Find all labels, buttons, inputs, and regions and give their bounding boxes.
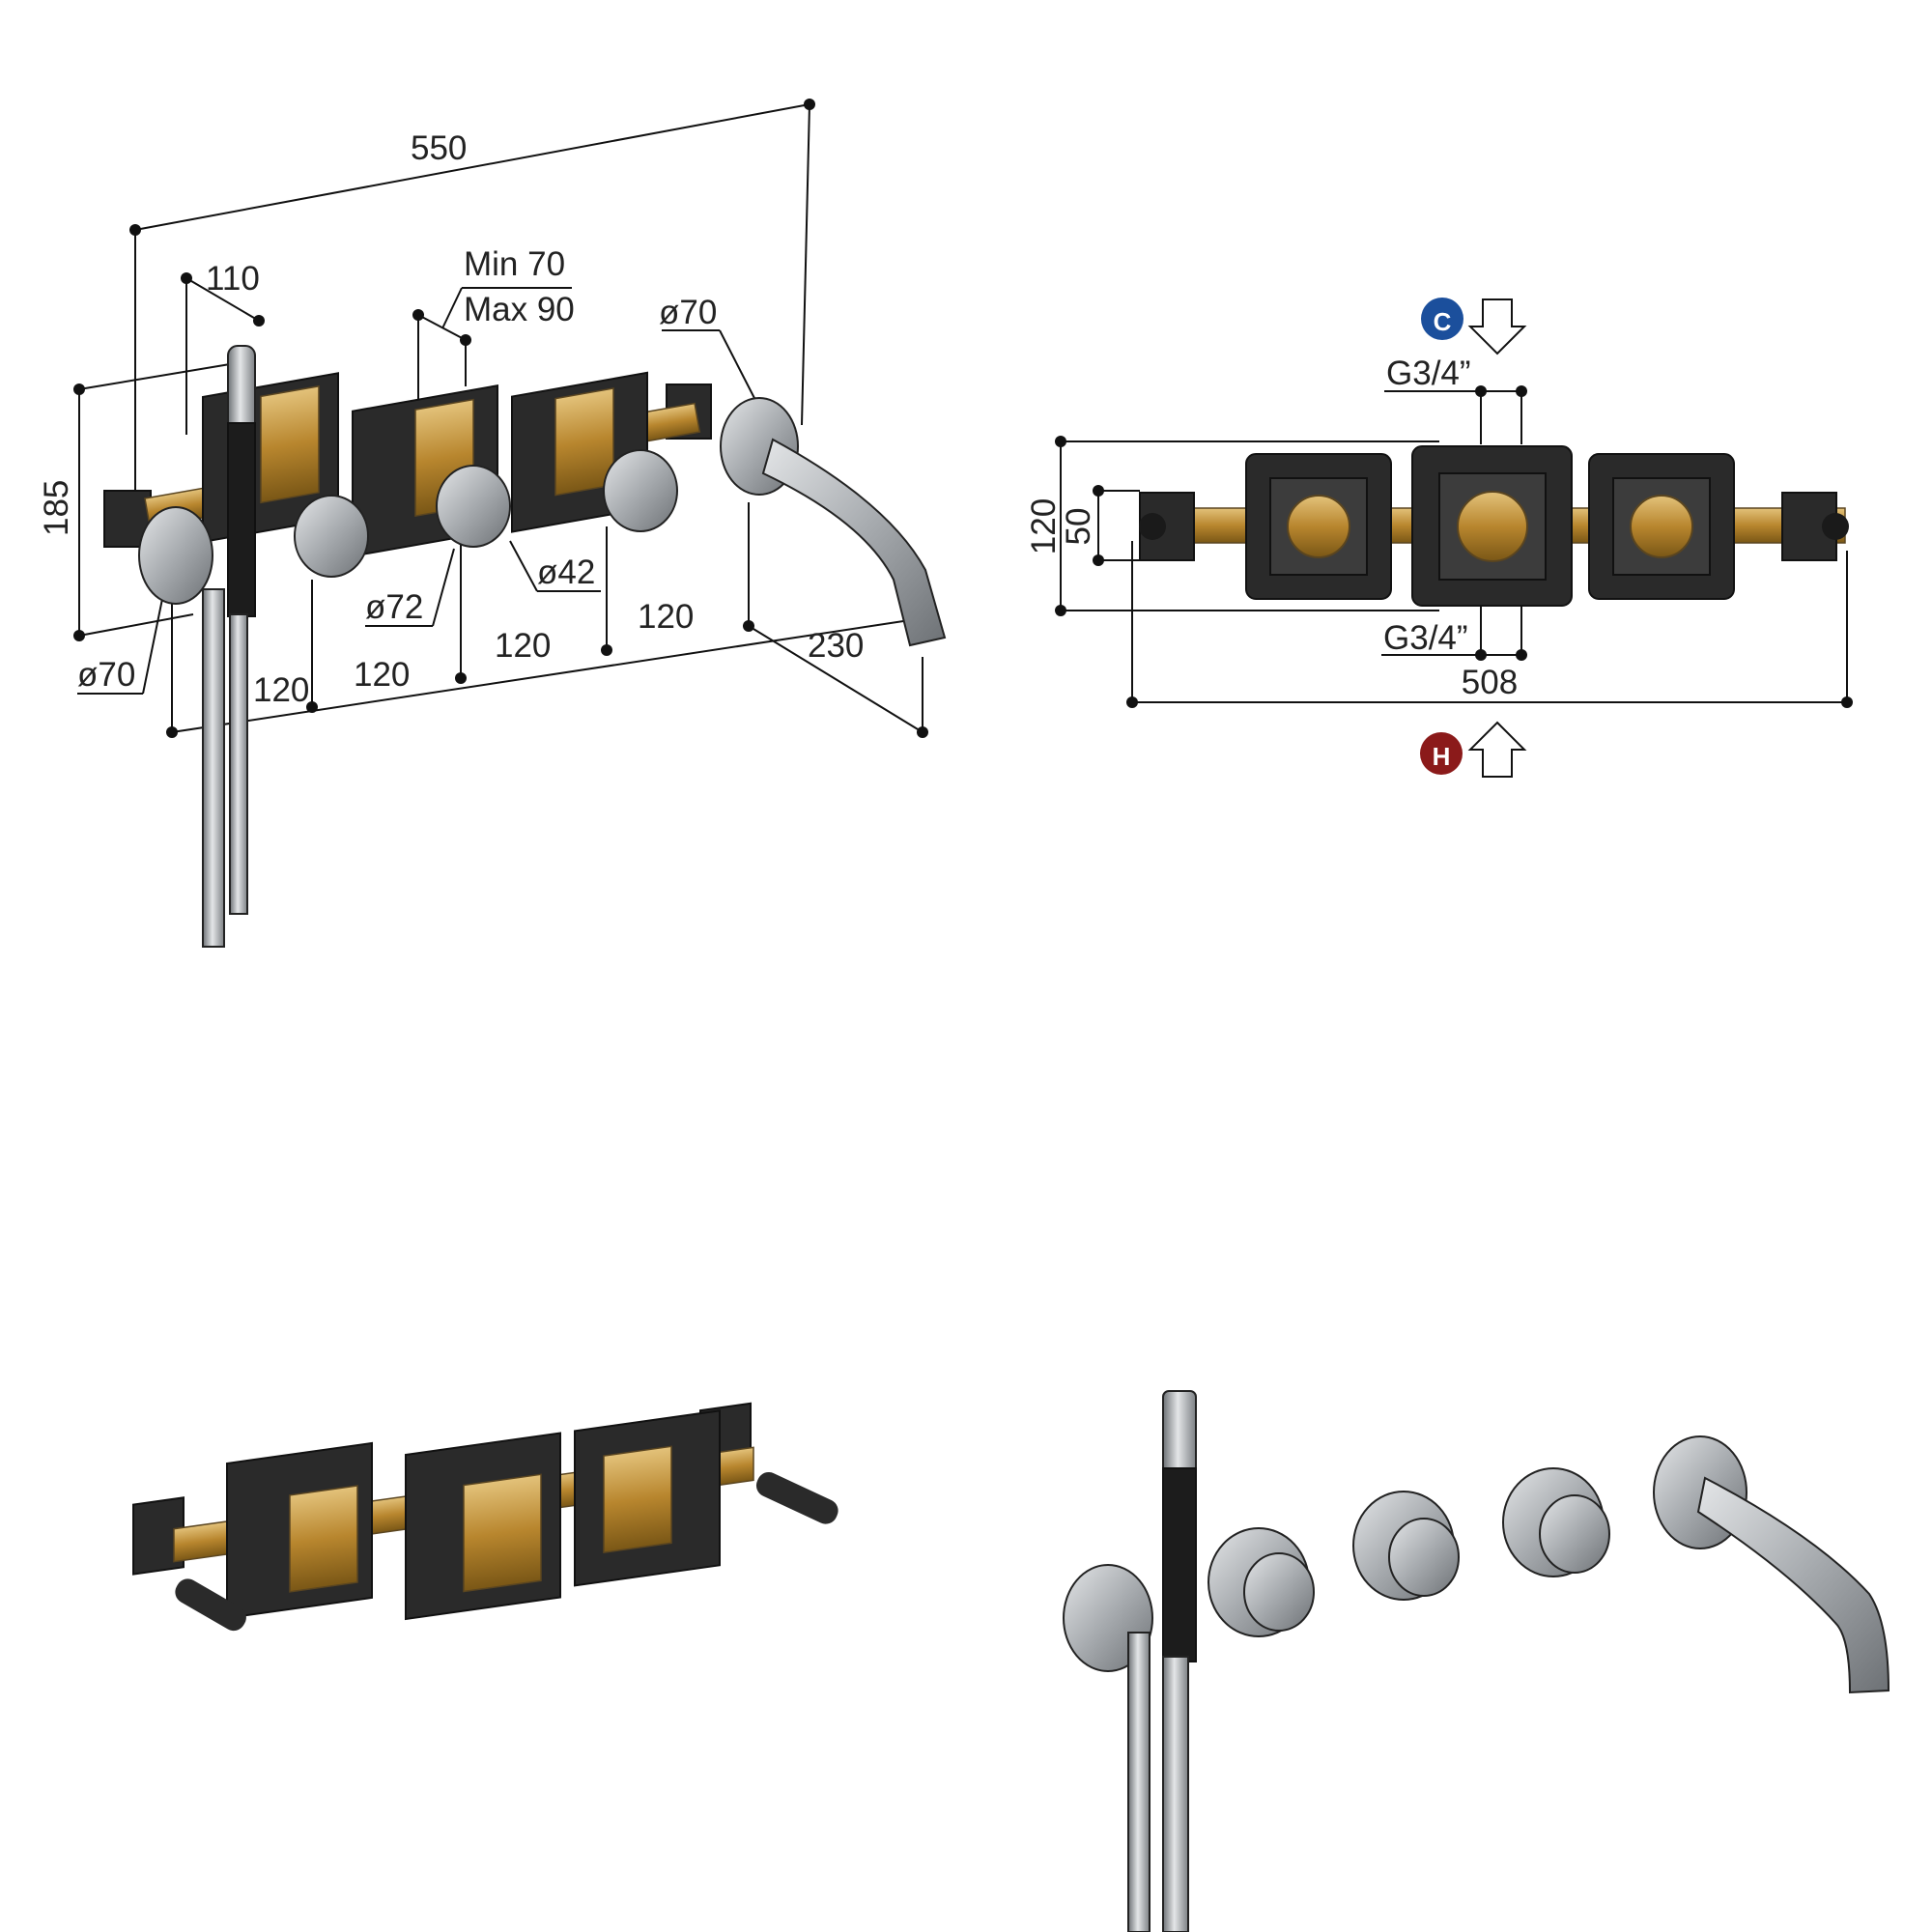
dim-spacing-3: 120 <box>495 627 551 665</box>
dim-spacing-2: 120 <box>354 656 410 694</box>
spout <box>720 397 947 647</box>
valve-knob-1 <box>294 495 369 578</box>
isometric-dimension-view: 550 110 Min 70 Max 90 ø70 185 ø70 ø72 ø4… <box>38 99 947 948</box>
trim-valve-knob-3 <box>1539 1494 1610 1574</box>
dim-overall-width: 550 <box>411 129 467 167</box>
dim-depth-max: Max 90 <box>464 291 575 328</box>
dim-height: 185 <box>38 480 75 536</box>
cold-badge <box>1421 298 1463 340</box>
hot-badge <box>1420 732 1463 775</box>
dim-knob-diameter: ø42 <box>537 554 595 591</box>
trim-valve-knob-1 <box>1243 1552 1315 1632</box>
plan-housing-3 <box>1588 453 1735 600</box>
rough-in-body-render <box>132 1402 838 1632</box>
finished-trim-render <box>1063 1390 1890 1932</box>
cold-label: C <box>1434 307 1452 336</box>
hot-label: H <box>1433 742 1451 771</box>
dim-shower-arm-offset: 110 <box>206 260 260 298</box>
cold-thread-label: G3/4” <box>1386 355 1471 392</box>
handshower-rosette <box>138 506 213 605</box>
left-bracket <box>103 490 152 548</box>
dim-spout-rosette: ø70 <box>659 294 717 331</box>
dim-handshower-rosette: ø70 <box>77 656 135 694</box>
hot-thread-label: G3/4” <box>1383 619 1468 657</box>
handshower-handle <box>227 422 256 617</box>
render-cartridge-1 <box>289 1485 358 1593</box>
dim-spout-projection: 230 <box>808 627 864 665</box>
pipe-offset-label: 50 <box>1060 508 1097 546</box>
plan-housing-2 <box>1411 445 1573 607</box>
valve-knob-2 <box>436 465 511 548</box>
plan-view: C H G3/4” G3/4” 120 50 <box>1025 298 1853 778</box>
box-height-label: 120 <box>1025 498 1063 554</box>
trim-valve-knob-2 <box>1388 1518 1460 1597</box>
trim-hose-2 <box>1162 1656 1189 1932</box>
plan-end-right-cap <box>1822 513 1849 540</box>
render-plug-left <box>175 1578 246 1632</box>
dim-valve-rosette: ø72 <box>365 588 423 626</box>
trim-spout <box>1653 1435 1890 1694</box>
cold-arrow-icon <box>1467 298 1527 355</box>
shower-hose <box>202 588 225 948</box>
dim-spacing-1: 120 <box>253 671 309 709</box>
trim-hose <box>1127 1632 1151 1932</box>
dim-spacing-4: 120 <box>638 598 694 636</box>
plan-end-left-cap <box>1139 513 1166 540</box>
dim-depth-min: Min 70 <box>464 245 565 283</box>
total-length-label: 508 <box>1462 664 1518 701</box>
valve-knob-3 <box>603 449 678 532</box>
render-cartridge-3 <box>603 1445 672 1554</box>
hot-arrow-icon <box>1467 721 1527 778</box>
render-plug-right <box>755 1471 838 1524</box>
plan-housing-1 <box>1245 453 1392 600</box>
shower-hose-2 <box>229 613 248 915</box>
render-cartridge-2 <box>463 1473 542 1593</box>
trim-handshower-handle <box>1162 1467 1197 1662</box>
dimension-lines <box>73 99 928 738</box>
